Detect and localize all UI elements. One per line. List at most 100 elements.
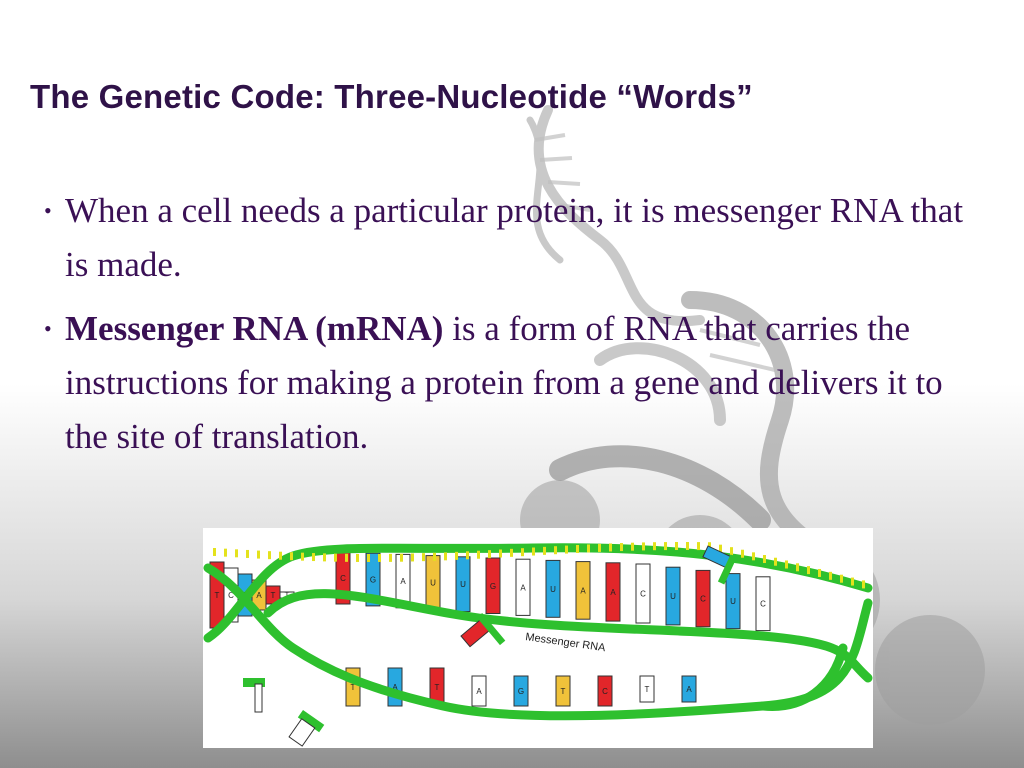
backbone-joint <box>521 548 524 557</box>
free-nucleotides <box>243 545 737 747</box>
backbone-joint <box>488 550 491 559</box>
backbone-joint <box>279 551 282 560</box>
svg-text:T: T <box>215 591 220 600</box>
bullet-dot: • <box>44 198 52 223</box>
svg-text:C: C <box>700 595 706 604</box>
backbone-joint <box>862 580 865 589</box>
backbone-joint <box>444 552 447 561</box>
backbone-joint <box>466 551 469 560</box>
svg-text:U: U <box>670 592 676 601</box>
svg-text:T: T <box>561 687 566 696</box>
backbone-joint <box>631 542 634 551</box>
backbone-joint <box>411 553 414 562</box>
backbone-joint <box>543 546 546 555</box>
svg-text:T: T <box>645 685 650 694</box>
svg-text:T: T <box>435 683 440 692</box>
backbone-joint <box>246 549 249 558</box>
backbone-joint <box>400 553 403 562</box>
backbone-joint <box>389 553 392 562</box>
backbone-joint <box>785 560 788 569</box>
backbone-joint <box>840 574 843 583</box>
mrna-base-pair: A <box>575 561 591 620</box>
mrna-base-pair: U <box>725 573 741 630</box>
svg-text:A: A <box>610 588 616 597</box>
lower-strand-base: T <box>555 675 571 707</box>
backbone-joint <box>455 551 458 560</box>
backbone-joint <box>257 550 260 559</box>
backbone-joint <box>532 547 535 556</box>
backbone-joint <box>213 548 216 556</box>
backbone-joint <box>268 551 271 560</box>
backbone-joint <box>499 549 502 558</box>
backbone-joint <box>312 553 315 562</box>
backbone-joint <box>323 553 326 562</box>
backbone-joint <box>345 553 348 562</box>
svg-text:C: C <box>760 600 766 609</box>
lower-strand-base: A <box>471 675 487 707</box>
lower-strand-base: G <box>513 675 529 707</box>
lower-strand-base: T <box>639 675 655 703</box>
lower-strand-base: C <box>597 675 613 707</box>
svg-text:C: C <box>340 574 346 583</box>
bullet-text: When a cell needs a particular protein, … <box>65 191 964 284</box>
mrna-base-pair: U <box>665 566 681 626</box>
backbone-joint <box>851 577 854 586</box>
backbone-joint <box>576 544 579 553</box>
backbone-joint <box>598 543 601 552</box>
backbone-joint <box>609 543 612 552</box>
backbone-joint <box>664 542 667 551</box>
mrna-base-pair: C <box>755 576 771 632</box>
svg-text:U: U <box>460 580 466 589</box>
backbone-joint <box>290 552 293 561</box>
backbone-joint <box>356 553 359 562</box>
mrna-base-pair: U <box>455 556 471 613</box>
backbone-joint <box>807 566 810 575</box>
svg-text:C: C <box>228 591 234 600</box>
svg-text:A: A <box>392 683 398 692</box>
mrna-base-pair: G <box>485 557 501 614</box>
svg-text:A: A <box>476 687 482 696</box>
slide-title: The Genetic Code: Three-Nucleotide “Word… <box>30 78 753 115</box>
backbone-joint <box>642 542 645 551</box>
bullet-dot: • <box>44 316 52 341</box>
bullet-item: • When a cell needs a particular protein… <box>44 184 964 292</box>
mrna-base-pair: U <box>545 559 561 618</box>
svg-text:G: G <box>490 582 496 591</box>
backbone-joint <box>367 553 370 562</box>
svg-text:A: A <box>686 685 692 694</box>
backbone-joint <box>763 555 766 564</box>
svg-text:G: G <box>518 687 524 696</box>
backbone-joint <box>653 542 656 551</box>
backbone-joint <box>796 563 799 572</box>
svg-text:A: A <box>400 577 406 586</box>
mrna-base-pair: U <box>425 555 441 611</box>
bullet-term: Messenger RNA (mRNA) <box>65 309 444 348</box>
backbone-joint <box>686 542 689 551</box>
backbone-joint <box>675 542 678 551</box>
backbone-joint <box>587 544 590 553</box>
backbone-joint <box>730 547 733 556</box>
dna-upper-strand <box>203 543 873 643</box>
svg-text:T: T <box>351 683 356 692</box>
bullet-text: is a form of RNA that carries the instru… <box>65 309 943 456</box>
mrna-base-pair: C <box>635 563 651 624</box>
mrna-base-pair: A <box>515 558 531 616</box>
svg-text:U: U <box>730 597 736 606</box>
backbone-joint <box>378 553 381 562</box>
backbone-joint <box>554 546 557 555</box>
backbone-joint <box>741 549 744 558</box>
backbone-joint <box>620 543 623 552</box>
mrna-base-pair: G <box>365 552 381 607</box>
backbone-joint <box>818 568 821 577</box>
svg-text:T: T <box>271 591 276 600</box>
bullet-list: • When a cell needs a particular protein… <box>44 184 964 474</box>
backbone-joint <box>224 548 227 557</box>
mrna-base-pair: C <box>695 569 711 628</box>
backbone-joint <box>752 552 755 561</box>
lower-strand-base: A <box>387 667 403 707</box>
backbone-joint <box>774 557 777 566</box>
backbone-joint <box>334 553 337 562</box>
backbone-joint <box>719 544 722 553</box>
